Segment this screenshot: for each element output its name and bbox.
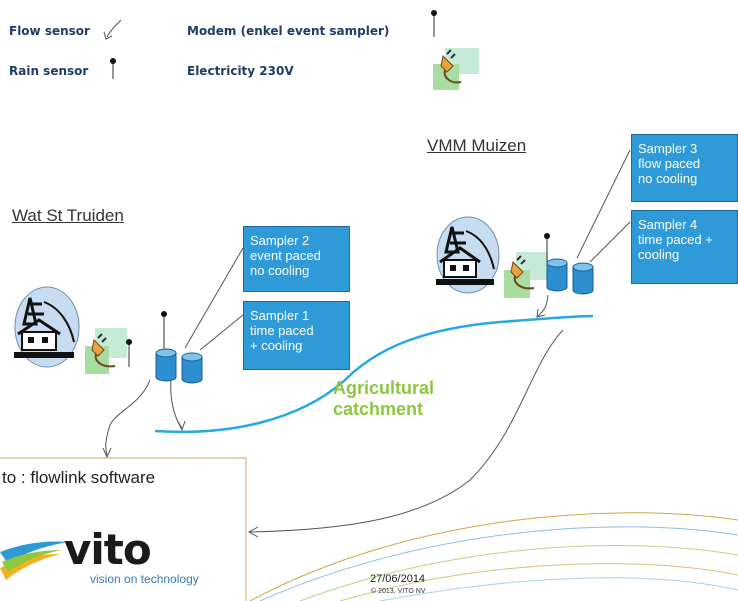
sampler-1-line-3: + cooling <box>250 338 303 353</box>
sampler-3-box: Sampler 3 flow paced no cooling <box>631 134 738 202</box>
catchment-line-2: catchment <box>333 399 424 419</box>
vito-tagline: vision on technology <box>90 572 199 586</box>
electricity-plug-icon <box>504 252 548 298</box>
legend-modem-label: Modem (enkel event sampler) <box>187 24 390 38</box>
rain-sensor-icon <box>110 58 116 79</box>
rain-sensor-icon <box>544 233 550 265</box>
electricity-plug-icon <box>433 48 479 90</box>
footer-copyright: © 2013, VITO NV <box>371 588 426 595</box>
catchment-line-1: Agricultural <box>333 378 435 398</box>
sampler-1-line-2: time paced <box>250 323 314 338</box>
sampler-4-line-1: Sampler 4 <box>638 217 698 232</box>
legend-electricity-label: Electricity 230V <box>187 64 294 78</box>
legend-rain-sensor-label: Rain sensor <box>9 64 89 78</box>
modem-icon <box>431 10 437 37</box>
pumping-station-icon <box>436 216 500 294</box>
catchment-label: Agricultural catchment <box>333 378 434 420</box>
sampler-3-line-2: flow paced <box>638 156 701 171</box>
vito-logo-text: vito <box>64 525 152 574</box>
sampler-4-line-3: cooling <box>638 247 680 262</box>
site-title-wat-st-truiden: Wat St Truiden <box>12 206 124 225</box>
sampler-2-line-2: event paced <box>250 248 321 263</box>
footer-swooshes <box>249 512 738 601</box>
sampler-3-line-1: Sampler 3 <box>638 141 698 156</box>
sampler-3-line-3: no cooling <box>638 171 698 186</box>
sampler-1-line-1: Sampler 1 <box>250 308 310 323</box>
sampler-2-box: Sampler 2 event paced no cooling <box>243 226 350 292</box>
arrows <box>102 294 564 538</box>
rain-sensor-icon <box>126 339 132 367</box>
electricity-plug-icon <box>85 328 127 374</box>
sampler-drums-icon <box>155 348 203 384</box>
sampler-2-line-1: Sampler 2 <box>250 233 310 248</box>
sampler-1-box: Sampler 1 time paced + cooling <box>243 301 350 370</box>
footer-date: 27/06/2014 <box>370 573 426 585</box>
flowlink-box <box>0 457 247 601</box>
sampler-4-line-2: time paced + <box>638 232 713 247</box>
sampler-2-line-3: no cooling <box>250 263 310 278</box>
sampler-4-box: Sampler 4 time paced + cooling <box>631 210 738 284</box>
sampler-drums-icon <box>546 258 594 295</box>
legend-flow-sensor-label: Flow sensor <box>9 24 90 38</box>
site-title-vmm-muizen: VMM Muizen <box>427 136 527 155</box>
stream-line <box>154 314 594 434</box>
box-connectors <box>184 149 631 351</box>
flow-sensor-icon <box>103 19 122 40</box>
flowlink-label: to : flowlink software <box>2 468 156 487</box>
pumping-station-icon <box>14 286 80 368</box>
vito-swoosh-icon <box>0 541 68 580</box>
